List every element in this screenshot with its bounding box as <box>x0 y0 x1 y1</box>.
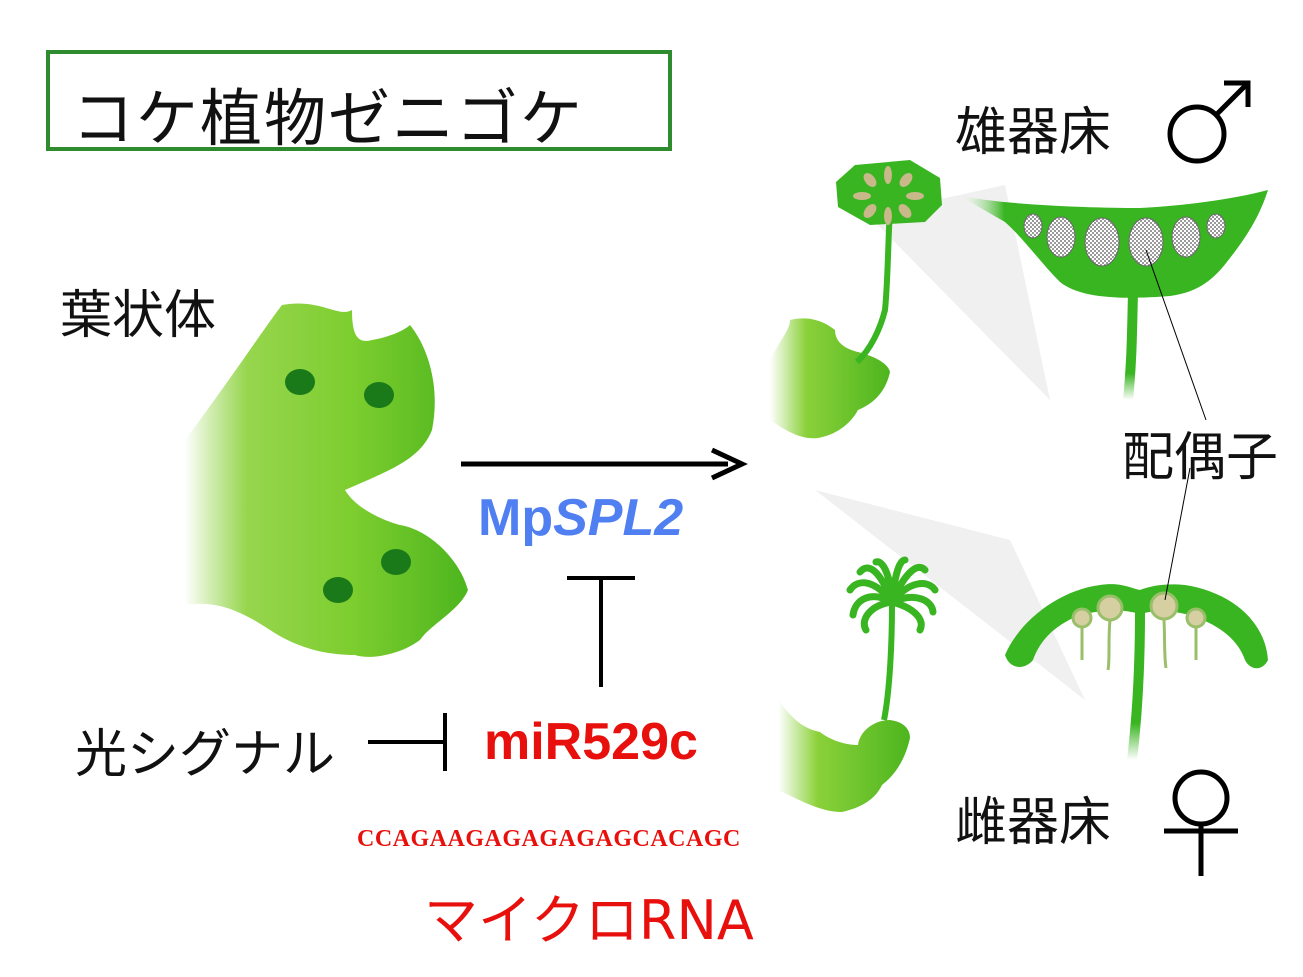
light-signal-label: 光シグナル <box>75 725 336 785</box>
page-title: コケ植物ゼニゴケ <box>72 82 585 155</box>
mirna-inhibition-symbol <box>567 576 635 687</box>
female-gametangiophore <box>778 490 1268 812</box>
mirna-sequence: CCAGAAGAGAGAGAGCACAGC <box>357 826 741 852</box>
male-gametangiophore <box>770 160 1268 439</box>
thallus-illustration <box>185 303 468 657</box>
antheridium <box>1171 216 1201 258</box>
antheridium <box>1046 216 1076 258</box>
gametes-label: 配偶子 <box>1122 428 1279 488</box>
gemma-spot <box>364 382 394 408</box>
archegoniophore-label: 雌器床 <box>955 793 1112 853</box>
antheridiophore-label: 雄器床 <box>955 103 1112 163</box>
female-symbol-icon <box>1164 769 1238 876</box>
thallus-label: 葉状体 <box>60 286 217 346</box>
male-symbol-icon <box>1167 80 1251 164</box>
gemma-spot <box>381 549 411 575</box>
light-inhibition-symbol <box>368 713 447 771</box>
gemma-spot <box>323 577 353 603</box>
antheridium <box>1128 217 1164 267</box>
gamete-pointer-lines <box>1145 249 1207 601</box>
antheridium <box>1084 217 1120 267</box>
gemma-spot <box>285 369 315 395</box>
gene-label: MpSPL2 <box>478 488 683 548</box>
antheridium <box>1206 213 1226 239</box>
title-box: コケ植物ゼニゴケ <box>46 50 672 155</box>
induction-arrow <box>461 447 748 481</box>
gene-prefix: Mp <box>478 489 554 547</box>
antheridium <box>1023 213 1043 239</box>
mirna-name: miR529c <box>484 713 698 771</box>
gene-italic-name: SPL2 <box>553 489 684 547</box>
mirna-caption: マイクロRNA <box>424 889 754 952</box>
